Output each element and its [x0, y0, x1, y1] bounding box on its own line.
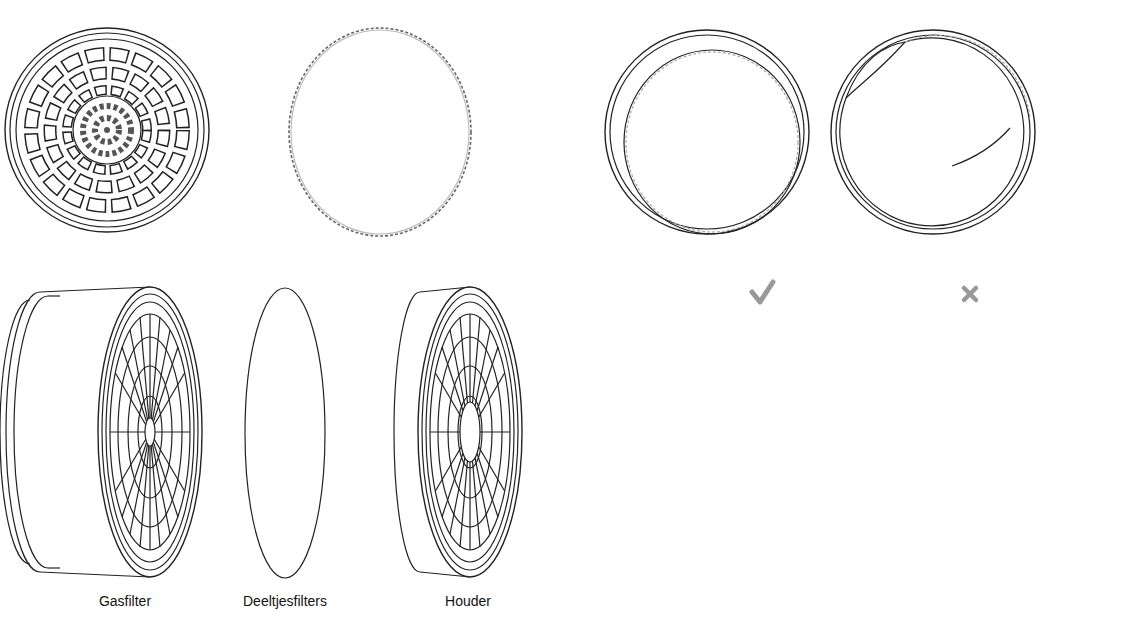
part-label: Gasfilter — [99, 593, 151, 609]
part-label: Deeltjesfilters — [243, 593, 327, 609]
part-label: Houder — [445, 593, 491, 609]
